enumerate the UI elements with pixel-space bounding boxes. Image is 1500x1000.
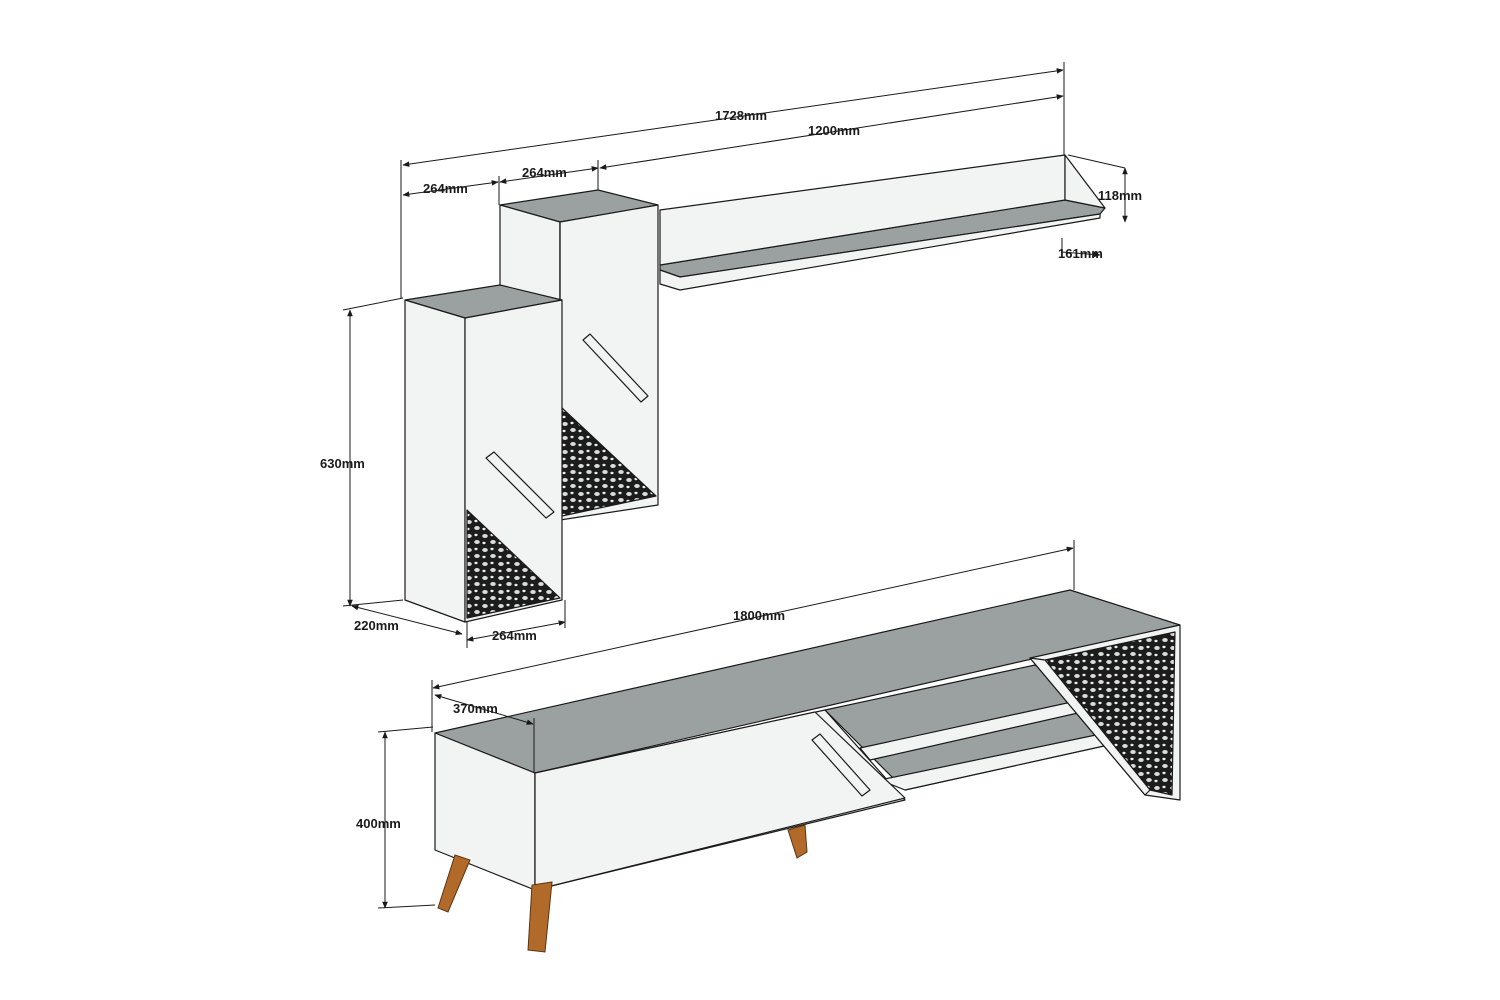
label-tv-unit-depth: 370mm (453, 701, 498, 716)
label-overall-width: 1728mm (715, 108, 767, 123)
lower-wall-cabinet (404, 284, 563, 623)
dimension-labels: 1728mm 1200mm 264mm 264mm 118mm 161mm 63… (320, 108, 1142, 831)
label-wall-cabinet-height: 630mm (320, 456, 365, 471)
wall-shelf (659, 154, 1106, 291)
cabinet-handle (582, 333, 649, 403)
tv-unit (434, 589, 1181, 953)
cabinet-handle (485, 451, 555, 519)
label-tv-unit-height: 400mm (356, 816, 401, 831)
label-tv-unit-width: 1800mm (733, 608, 785, 623)
label-wall-cabinet-bottom-width: 264mm (492, 628, 537, 643)
tv-unit-legs (437, 824, 808, 953)
label-shelf-height: 118mm (1098, 188, 1142, 203)
dimension-lines (342, 62, 1128, 909)
tv-unit-handle (811, 733, 871, 797)
label-shelf-width: 1200mm (808, 123, 860, 138)
label-tall-cabinet-width: 264mm (522, 165, 567, 180)
label-shelf-depth: 161mm (1058, 246, 1103, 261)
label-wall-cabinet-depth: 220mm (354, 618, 399, 633)
label-top-cabinet-width: 264mm (423, 181, 468, 196)
